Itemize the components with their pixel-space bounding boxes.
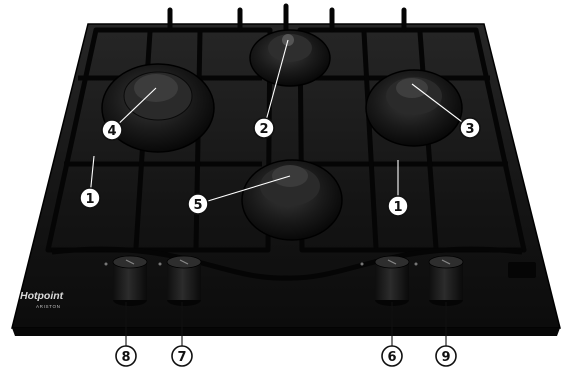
control-knob: [375, 256, 409, 306]
callout-marker: 9: [436, 346, 456, 366]
callout-number: 1: [393, 200, 402, 215]
callout-number: 2: [259, 122, 268, 137]
hob-front-edge: [12, 328, 560, 336]
callout-marker: 7: [172, 346, 192, 366]
burner-top: [250, 30, 330, 86]
callout-number: 3: [465, 122, 474, 137]
callout-marker: 6: [382, 346, 402, 366]
callout-number: 7: [177, 350, 186, 365]
callout-number: 5: [193, 198, 202, 213]
callout-marker: 3: [460, 118, 480, 138]
callout-number: 4: [107, 124, 116, 139]
callout-marker: 2: [254, 118, 274, 138]
callout-marker: 5: [188, 194, 208, 214]
burner-center: [242, 160, 342, 240]
control-knob: [113, 256, 147, 306]
ignition-indicator: [508, 262, 536, 278]
control-knob: [429, 256, 463, 306]
callout-number: 1: [85, 192, 94, 207]
callout-marker: 1: [388, 196, 408, 216]
control-knob: [167, 256, 201, 306]
brand-subname: ARISTON: [36, 304, 61, 309]
callout-number: 8: [121, 350, 130, 365]
callout-marker: 1: [80, 188, 100, 208]
burner-right: [366, 70, 462, 146]
callout-marker: 8: [116, 346, 136, 366]
burner-left: [102, 64, 214, 152]
callout-number: 9: [441, 350, 450, 365]
callout-marker: 4: [102, 120, 122, 140]
callout-number: 6: [387, 350, 396, 365]
brand-name: Hotpoint: [20, 290, 64, 302]
